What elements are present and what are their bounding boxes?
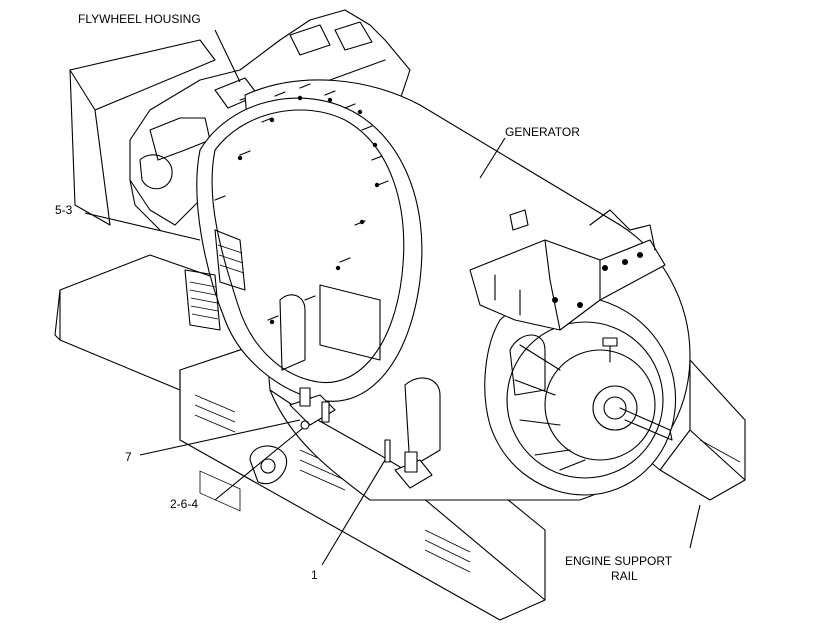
label-part-5-3: 5-3: [55, 203, 73, 217]
callout-labels: FLYWHEEL HOUSING GENERATOR 5-3 7 2-6-4 1…: [55, 12, 673, 583]
label-part-1: 1: [311, 568, 318, 582]
label-part-2-6-4: 2-6-4: [170, 497, 198, 511]
mounting-hardware: [289, 387, 433, 489]
label-generator: GENERATOR: [505, 125, 580, 139]
leader-5-3: [84, 212, 201, 241]
leader-1: [321, 459, 386, 566]
label-engine-support-rail-line2: RAIL: [611, 569, 638, 583]
leader-flywheel-housing: [214, 29, 241, 83]
generator-end: [469, 209, 677, 496]
housing-bolts: [214, 83, 389, 325]
leader-lines: [84, 29, 701, 566]
label-flywheel-housing: FLYWHEEL HOUSING: [78, 12, 201, 26]
leader-7: [139, 419, 301, 456]
leader-2-6-4: [214, 427, 304, 501]
label-engine-support-rail-line1: ENGINE SUPPORT: [565, 554, 673, 568]
leader-generator: [479, 137, 506, 179]
leader-engine-support-rail: [689, 504, 701, 549]
label-part-7: 7: [125, 450, 132, 464]
